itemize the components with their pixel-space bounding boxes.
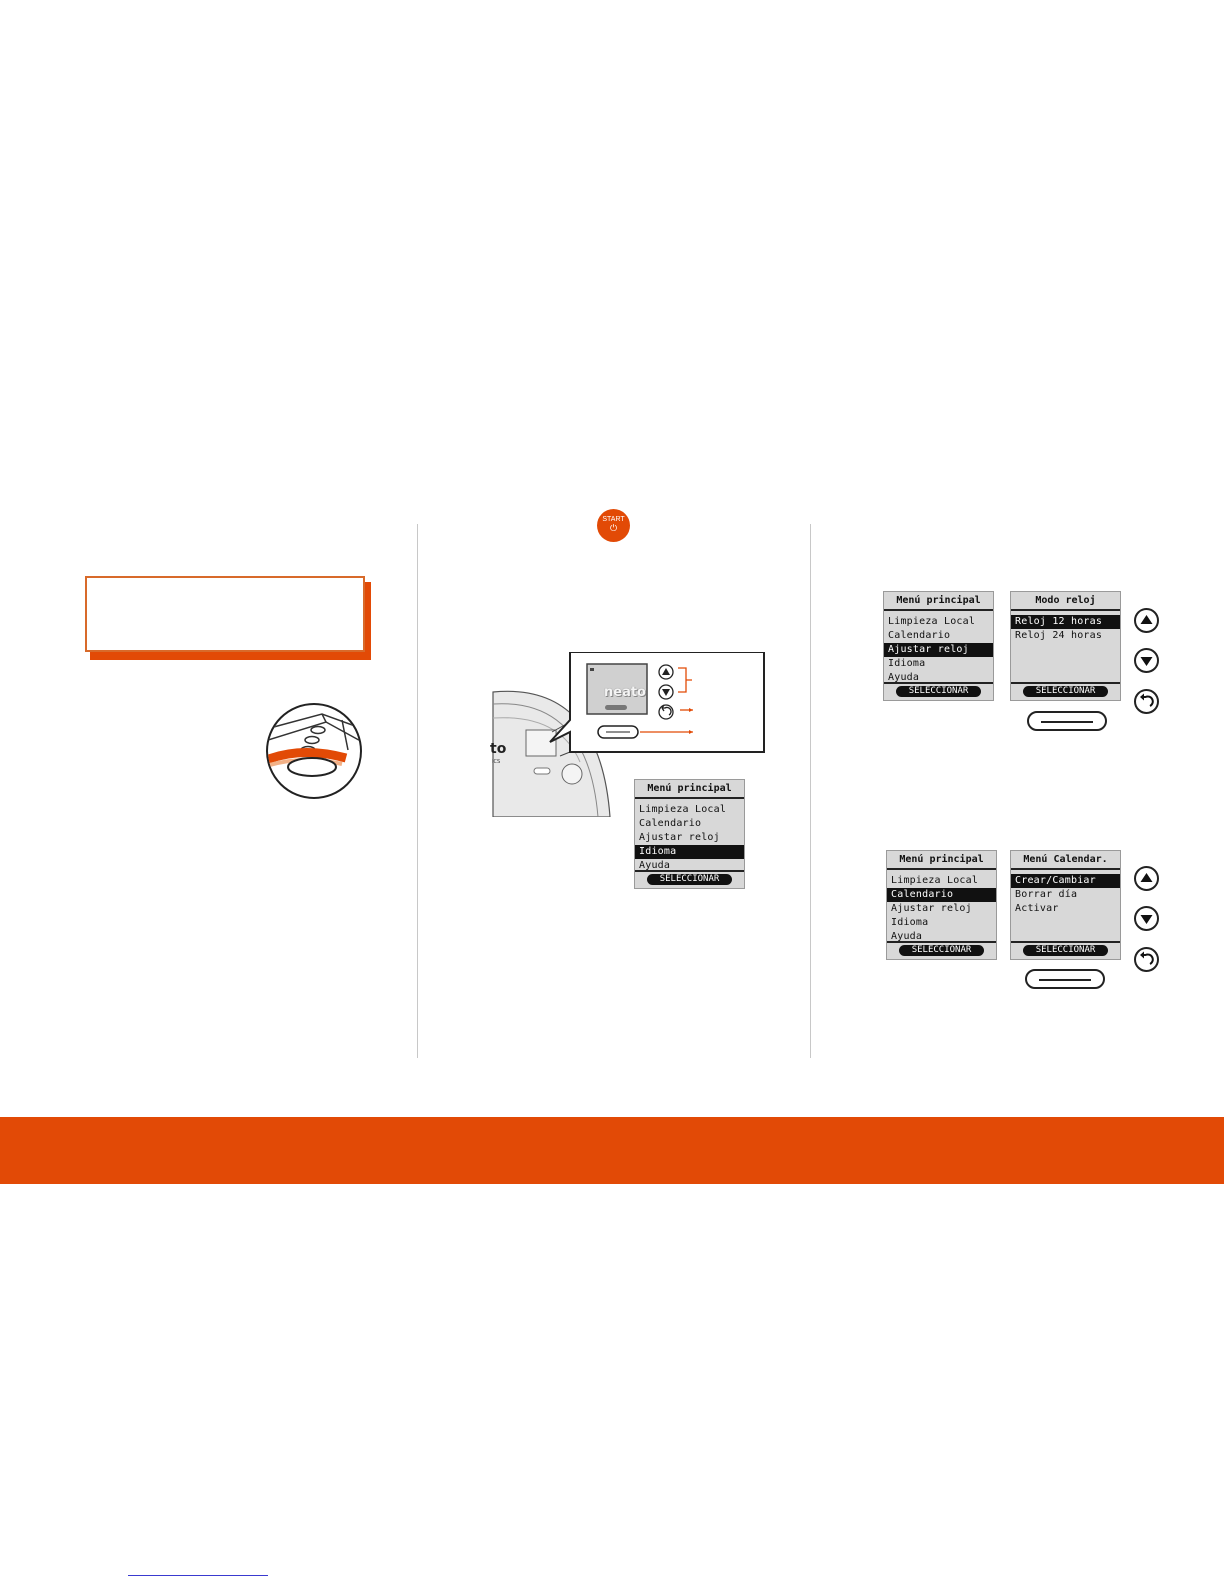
lcd-menu-item[interactable]: Crear/Cambiar <box>1011 874 1120 888</box>
lcd-menu-item[interactable]: Ajustar reloj <box>884 643 993 657</box>
lcd-title: Menú principal <box>887 851 996 870</box>
lcd-menu-item[interactable]: Idioma <box>891 917 929 928</box>
select-soft-label[interactable]: SELECCIONAR <box>899 945 984 956</box>
up-arrow-icon[interactable] <box>1134 866 1159 891</box>
lcd-menu-item[interactable]: Limpieza Local <box>891 875 979 886</box>
lcd-menu-item[interactable]: Calendario <box>639 818 702 829</box>
column-divider-right <box>810 524 811 1058</box>
back-arrow-icon[interactable] <box>1134 947 1159 972</box>
lcd-menu-item[interactable]: Ayuda <box>639 860 671 871</box>
footer-link-underline[interactable] <box>128 1575 268 1576</box>
column-divider-left <box>417 524 418 1058</box>
robot-illustration <box>492 652 765 817</box>
power-icon: ⏻ <box>609 523 618 533</box>
lcd-menu-item[interactable]: Ayuda <box>891 931 923 942</box>
select-soft-label[interactable]: SELECCIONAR <box>1023 686 1108 697</box>
lcd-title: Modo reloj <box>1011 592 1120 611</box>
warning-box <box>85 576 365 652</box>
lcd-menu-item[interactable]: Idioma <box>635 845 744 859</box>
lcd-menu-item[interactable]: Calendario <box>888 630 951 641</box>
lcd-menu-item[interactable]: Limpieza Local <box>639 804 727 815</box>
lcd-menu-item[interactable]: Ajustar reloj <box>891 903 972 914</box>
start-button[interactable]: START ⏻ <box>597 509 630 542</box>
select-key-calendar[interactable] <box>1025 969 1105 989</box>
down-arrow-icon[interactable] <box>1134 906 1159 931</box>
lcd-menu-item[interactable]: Calendario <box>887 888 996 902</box>
lcd-title: Menú Calendar. <box>1011 851 1120 870</box>
start-button-label: START <box>602 516 625 523</box>
lcd-menu-item[interactable]: Limpieza Local <box>888 616 976 627</box>
robot-lcd-brand: neato <box>604 685 646 700</box>
lcd-menu-item[interactable]: Reloj 12 horas <box>1011 615 1120 629</box>
lcd-menu-item[interactable]: Ayuda <box>888 672 920 683</box>
up-arrow-icon[interactable] <box>1134 608 1159 633</box>
down-arrow-icon[interactable] <box>1134 648 1159 673</box>
lcd-title: Menú principal <box>884 592 993 611</box>
lcd-menu-item[interactable]: Ajustar reloj <box>639 832 720 843</box>
lcd-menu-item[interactable]: Idioma <box>888 658 926 669</box>
start-button-closeup-illustration <box>266 703 362 799</box>
lcd-menu-item[interactable]: Borrar día <box>1015 889 1078 900</box>
lcd-menu-item[interactable]: Activar <box>1015 903 1059 914</box>
select-soft-label[interactable]: SELECCIONAR <box>1023 945 1108 956</box>
footer-accent-band <box>0 1117 1224 1184</box>
select-key-reloj[interactable] <box>1027 711 1107 731</box>
lcd-title: Menú principal <box>635 780 744 799</box>
select-soft-label[interactable]: SELECCIONAR <box>647 874 732 885</box>
robot-partial-suffix: ICS <box>492 759 501 765</box>
robot-partial-brand: to <box>490 741 507 757</box>
lcd-menu-item[interactable]: Reloj 24 horas <box>1015 630 1103 641</box>
back-arrow-icon[interactable] <box>1134 689 1159 714</box>
select-soft-label[interactable]: SELECCIONAR <box>896 686 981 697</box>
